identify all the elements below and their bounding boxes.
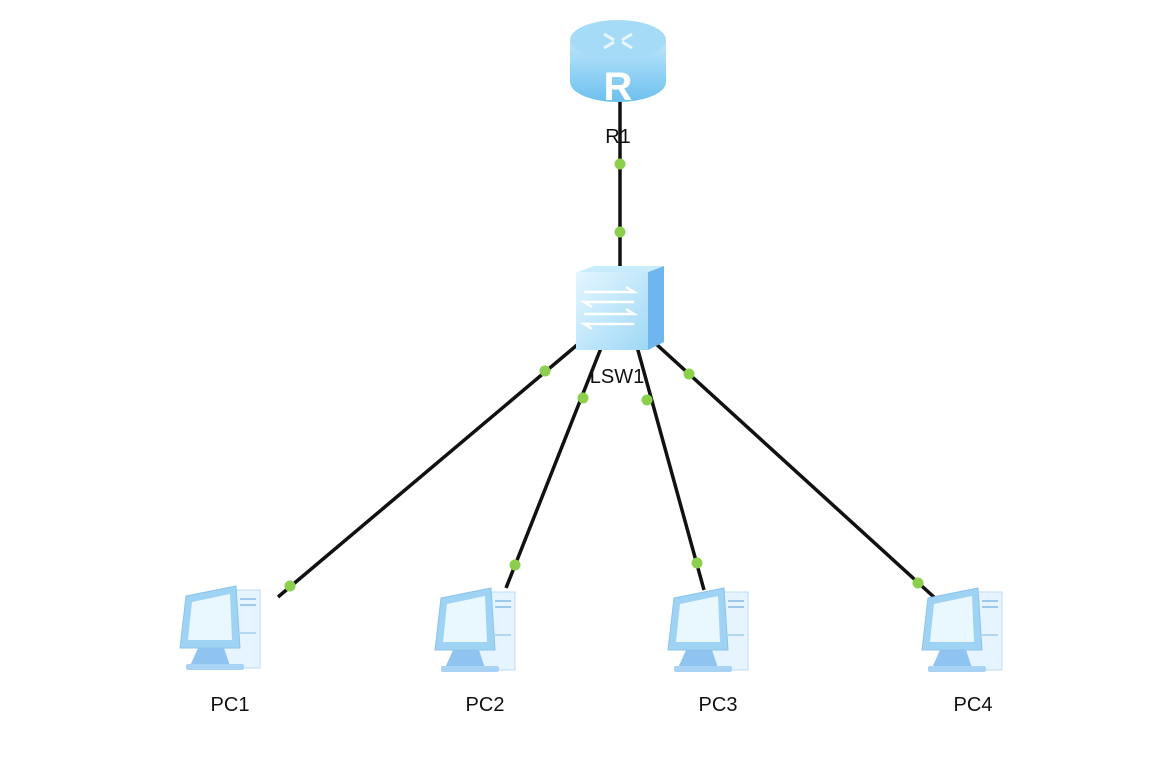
pc-pc4[interactable]: PC4 xyxy=(921,587,1003,716)
port-indicator xyxy=(641,394,653,406)
link-lsw1-pc3[interactable] xyxy=(634,342,706,591)
pc-pc3[interactable]: PC3 xyxy=(667,587,749,716)
switch-label: LSW1 xyxy=(590,366,644,388)
pc-label: PC3 xyxy=(699,694,738,716)
port-indicator xyxy=(284,580,296,592)
pc-icon xyxy=(667,587,749,673)
router-r1[interactable]: R R1 xyxy=(570,20,666,148)
port-indicator xyxy=(912,577,924,589)
link-r1-lsw1[interactable] xyxy=(614,100,626,268)
pc-pc1[interactable]: PC1 xyxy=(179,585,261,716)
switch-icon xyxy=(576,266,664,350)
pc-icon xyxy=(179,585,261,671)
port-indicator xyxy=(614,158,626,170)
router-label: R1 xyxy=(605,126,631,148)
pc-icon xyxy=(434,587,516,673)
svg-text:R: R xyxy=(604,65,633,109)
pc-icon xyxy=(921,587,1003,673)
pc-label: PC4 xyxy=(954,694,993,716)
port-indicator xyxy=(577,392,589,404)
port-indicator xyxy=(691,557,703,569)
router-icon: R xyxy=(570,20,666,109)
port-indicator xyxy=(683,368,695,380)
link-lsw1-pc1[interactable] xyxy=(276,338,585,599)
pc-label: PC2 xyxy=(466,694,505,716)
link-lsw1-pc4[interactable] xyxy=(653,341,937,600)
port-indicator xyxy=(539,365,551,377)
pc-pc2[interactable]: PC2 xyxy=(434,587,516,716)
link-lsw1-pc2[interactable] xyxy=(504,342,605,589)
port-indicator xyxy=(614,226,626,238)
switch-lsw1[interactable]: LSW1 xyxy=(576,266,664,388)
pc-label: PC1 xyxy=(211,694,250,716)
port-indicator xyxy=(509,559,521,571)
